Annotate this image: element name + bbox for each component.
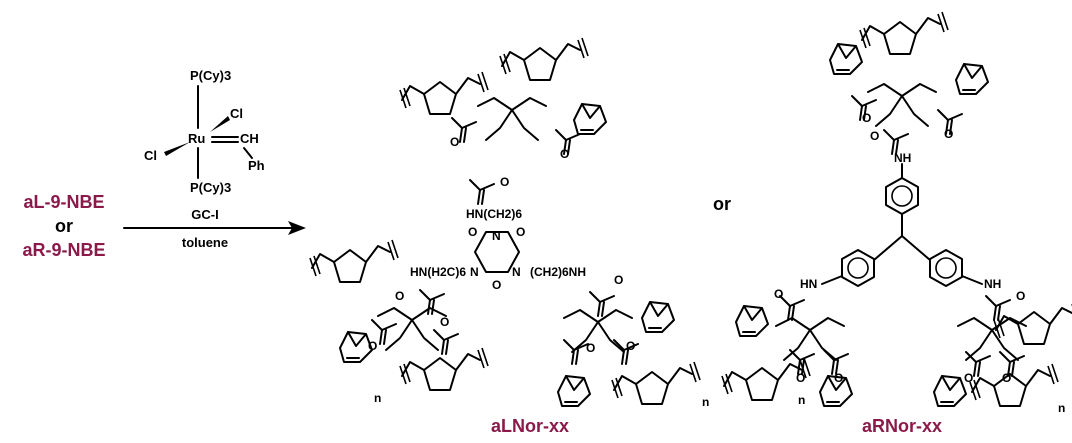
svg-text:O: O — [862, 111, 871, 125]
svg-text:O: O — [500, 175, 509, 189]
product-connector: or — [713, 194, 731, 214]
svg-text:O: O — [468, 225, 477, 239]
svg-text:O: O — [492, 278, 501, 292]
catalyst-structure: P(Cy)3 Ru Cl Cl CH Ph P(Cy)3 GC-I — [144, 68, 265, 222]
svg-text:O: O — [395, 289, 404, 303]
repeat-unit-n: n — [374, 391, 381, 405]
svg-text:N: N — [470, 265, 479, 279]
svg-text:O: O — [944, 127, 953, 141]
svg-text:O: O — [796, 371, 805, 385]
svg-text:O: O — [1016, 289, 1025, 303]
catalyst-chloride-a: Cl — [230, 106, 243, 121]
product-left-label: aLNor-xx — [491, 416, 569, 436]
catalyst-bottom-ligand: P(Cy)3 — [190, 180, 231, 195]
svg-text:O: O — [440, 315, 449, 329]
linker-top: HN(CH2)6 — [466, 207, 522, 221]
svg-text:N: N — [512, 265, 521, 279]
product-right-structure: NH HN NH O O O O O O n O O O — [721, 11, 1072, 415]
svg-text:n: n — [702, 395, 709, 409]
svg-text:O: O — [450, 135, 459, 149]
wedge-bond — [210, 116, 230, 132]
svg-text:O: O — [964, 371, 973, 385]
amine-top: NH — [894, 151, 911, 165]
svg-text:O: O — [1002, 371, 1011, 385]
svg-text:O: O — [614, 273, 623, 287]
catalyst-name: GC-I — [191, 207, 218, 222]
amine-left: HN — [800, 277, 817, 291]
svg-text:O: O — [834, 371, 843, 385]
svg-text:O: O — [774, 287, 783, 301]
amine-right: NH — [984, 277, 1001, 291]
catalyst-alkylidene: CH — [240, 131, 259, 146]
svg-text:O: O — [586, 341, 595, 355]
svg-text:O: O — [368, 339, 377, 353]
linker-right: (CH2)6NH — [530, 265, 586, 279]
svg-text:N: N — [492, 229, 501, 243]
svg-text:n: n — [1058, 401, 1065, 415]
catalyst-metal: Ru — [188, 131, 205, 146]
product-left-structure: N N N O O O HN(CH2)6 HN(H2C)6 (CH2)6NH O… — [309, 37, 709, 409]
catalyst-top-ligand: P(Cy)3 — [190, 68, 231, 83]
isocyanurate-ring — [474, 231, 520, 273]
svg-text:O: O — [870, 129, 879, 143]
catalyst-chloride-b: Cl — [144, 148, 157, 163]
reactant-connector: or — [55, 216, 73, 236]
reactant-b-label: aR-9-NBE — [22, 240, 105, 260]
reactant-a-label: aL-9-NBE — [23, 192, 104, 212]
catalyst-phenyl: Ph — [248, 158, 265, 173]
solvent-label: toluene — [182, 235, 228, 250]
svg-text:O: O — [516, 225, 525, 239]
reaction-arrow — [123, 221, 306, 235]
linker-left: HN(H2C)6 — [410, 265, 466, 279]
svg-text:O: O — [626, 339, 635, 353]
product-right-label: aRNor-xx — [862, 416, 942, 436]
svg-text:n: n — [798, 393, 805, 407]
svg-text:O: O — [560, 147, 569, 161]
